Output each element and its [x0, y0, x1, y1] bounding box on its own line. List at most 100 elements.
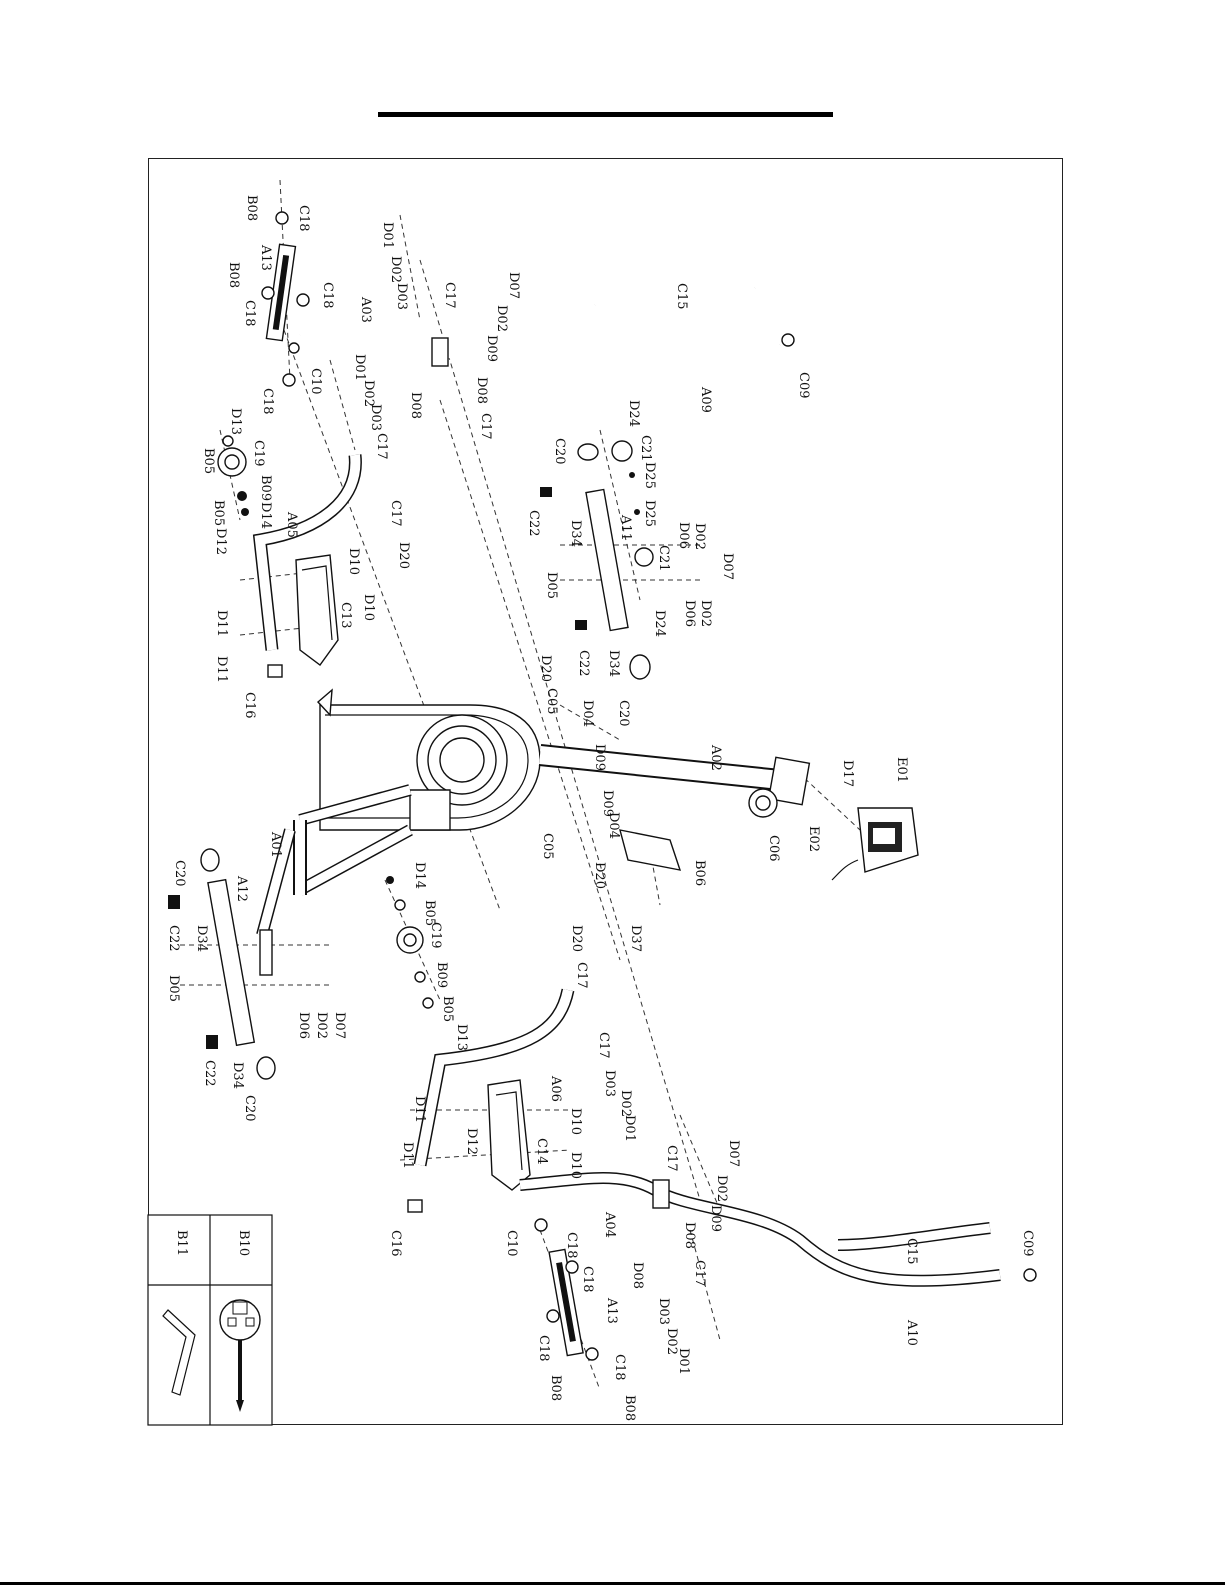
part-label-c20: C20 [616, 700, 631, 727]
part-label-c05: C05 [540, 833, 555, 860]
part-label-b05: B05 [201, 448, 216, 474]
part-label-d02: D02 [698, 600, 713, 627]
part-label-d20: D20 [569, 925, 584, 952]
part-label-d04: D04 [580, 700, 595, 727]
title-underline [378, 112, 833, 117]
part-label-c17: C17 [664, 1145, 679, 1172]
part-label-c10: C10 [308, 368, 323, 395]
part-label-b08: B08 [226, 262, 241, 288]
part-label-d34: D34 [230, 1062, 245, 1089]
part-label-d04: D04 [606, 812, 621, 839]
part-label-c18: C18 [612, 1354, 627, 1381]
part-label-c20: C20 [172, 860, 187, 887]
part-label-a01: A01 [268, 831, 283, 858]
part-label-d02: D02 [692, 523, 707, 550]
part-label-b09: B09 [434, 962, 449, 988]
part-label-d07: D07 [726, 1140, 741, 1167]
part-label-d06: D06 [682, 600, 697, 627]
part-label-d09: D09 [592, 744, 607, 771]
part-label-c19: C19 [251, 440, 266, 467]
part-label-d03: D03 [602, 1070, 617, 1097]
part-label-c22: C22 [166, 925, 181, 952]
part-label-d10: D10 [361, 594, 376, 621]
part-label-d11: D11 [214, 656, 229, 683]
tools-table [147, 1214, 273, 1426]
swing-arm-a05 [217, 435, 362, 678]
part-label-d01: D01 [622, 1115, 637, 1142]
part-label-d12: D12 [464, 1128, 479, 1155]
part-label-c22: C22 [202, 1060, 217, 1087]
part-label-d06: D06 [296, 1012, 311, 1039]
part-label-d10: D10 [568, 1152, 583, 1179]
part-label-b09: B09 [258, 475, 273, 501]
part-label-c17: C17 [478, 413, 493, 440]
part-label-a09: A09 [698, 386, 713, 413]
part-label-d11: D11 [214, 610, 229, 637]
allen-key-icon [162, 1309, 196, 1396]
part-label-d03: D03 [368, 404, 383, 431]
part-label-c21: C21 [638, 435, 653, 462]
upper-handlebar-assembly [299, 283, 782, 382]
part-label-d05: D05 [166, 975, 181, 1002]
part-label-d02: D02 [664, 1328, 679, 1355]
part-label-d34: D34 [194, 925, 209, 952]
rear-stabilizer-a11 [540, 440, 654, 680]
bottom-edge-line [0, 1582, 1225, 1585]
part-label-c09: C09 [796, 372, 811, 399]
part-label-c18: C18 [260, 388, 275, 415]
part-label-c18: C18 [564, 1232, 579, 1259]
console-e01 [831, 807, 919, 881]
tool-label-b11: B11 [174, 1230, 189, 1256]
part-label-d24: D24 [652, 610, 667, 637]
front-stabilizer-a12 [168, 848, 276, 1080]
part-label-c17: C17 [692, 1260, 707, 1287]
part-label-c17: C17 [388, 500, 403, 527]
lower-wheel-c19 [386, 876, 434, 1009]
part-label-d06: D06 [676, 522, 691, 549]
part-label-d02: D02 [714, 1175, 729, 1202]
diagram-frame [148, 158, 1063, 1425]
part-label-d01: D01 [380, 222, 395, 249]
part-label-d07: D07 [720, 553, 735, 580]
part-label-d24: D24 [626, 400, 641, 427]
part-label-a04: A04 [602, 1211, 617, 1238]
part-label-d34: D34 [568, 520, 583, 547]
part-label-d20: D20 [538, 655, 553, 682]
part-label-c18: C18 [536, 1335, 551, 1362]
part-label-c22: C22 [576, 650, 591, 677]
part-label-d10: D10 [568, 1108, 583, 1135]
part-label-e01: E01 [894, 757, 909, 783]
front-post-a02 [538, 744, 811, 871]
part-label-c06: C06 [766, 835, 781, 862]
part-label-d37: D37 [628, 925, 643, 952]
part-label-c15: C15 [904, 1238, 919, 1265]
part-label-b05: B05 [422, 900, 437, 926]
part-label-e02: E02 [806, 826, 821, 852]
part-label-d11: D11 [412, 1096, 427, 1123]
part-label-b08: B08 [622, 1395, 637, 1421]
part-label-d20: D20 [592, 862, 607, 889]
part-label-d17: D17 [840, 760, 855, 787]
part-label-c10: C10 [504, 1230, 519, 1257]
part-label-c18: C18 [296, 205, 311, 232]
part-label-c18: C18 [580, 1266, 595, 1293]
part-label-d11: D11 [400, 1142, 415, 1169]
part-label-d02: D02 [361, 380, 376, 407]
part-label-d08: D08 [682, 1222, 697, 1249]
part-label-c18: C18 [242, 300, 257, 327]
part-label-b05: B05 [440, 996, 455, 1022]
part-label-c19: C19 [428, 922, 443, 949]
part-label-a11: A11 [618, 514, 633, 541]
part-label-c22: C22 [526, 510, 541, 537]
part-label-d25: D25 [642, 500, 657, 527]
part-label-b08: B08 [548, 1375, 563, 1401]
part-label-d02: D02 [388, 256, 403, 283]
part-label-a06: A06 [548, 1075, 563, 1102]
part-label-d12: D12 [213, 528, 228, 555]
link-arm-a13-bottom [534, 1218, 599, 1361]
part-label-c20: C20 [242, 1095, 257, 1122]
part-label-d01: D01 [352, 354, 367, 381]
part-label-d03: D03 [394, 283, 409, 310]
